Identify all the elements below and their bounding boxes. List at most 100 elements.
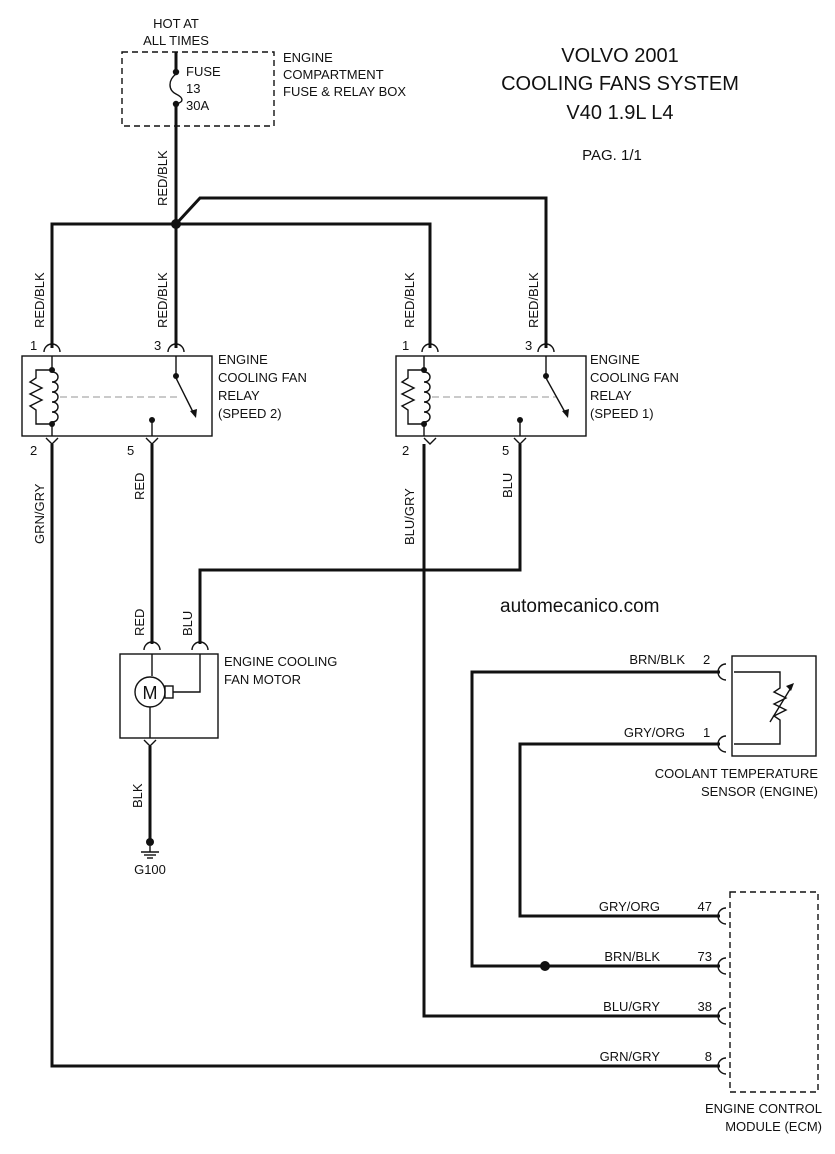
ecm-wire-label-38: BLU/GRY [603, 999, 660, 1014]
fuse-icon [169, 73, 183, 105]
sensor-name-2: SENSOR (ENGINE) [701, 784, 818, 799]
motor-name-2: FAN MOTOR [224, 672, 301, 687]
switch-pivot [173, 373, 179, 379]
page-number: PAG. 1/1 [582, 147, 642, 164]
ground-label: G100 [134, 862, 166, 877]
relay-speed-1-name-3: RELAY [590, 388, 632, 403]
connector-icon [45, 437, 59, 445]
wire-label-relay1-pin2: BLU/GRY [402, 488, 417, 545]
thermistor-arrow-icon [786, 683, 794, 691]
wire-label-relay1-pin3: RED/BLK [526, 272, 541, 328]
fuse-number: 13 [186, 81, 200, 96]
bus-wire-pin3-relay1 [174, 196, 548, 348]
relay-speed-1-name-4: (SPEED 1) [590, 406, 654, 421]
switch-pivot [543, 373, 549, 379]
sensor-name-1: COOLANT TEMPERATURE [655, 766, 819, 781]
motor-name-1: ENGINE COOLING [224, 654, 337, 669]
relay-speed-2-pin-5: 5 [127, 443, 134, 458]
relay-speed-1-name-2: COOLING FAN [590, 370, 679, 385]
relay-speed-1-name-1: ENGINE [590, 352, 640, 367]
engine-control-module: GRY/ORG 47 BRN/BLK 73 BLU/GRY 38 GRN/GRY… [599, 891, 822, 1134]
coil-icon [423, 371, 431, 423]
fuse-box-name-2: COMPARTMENT [283, 67, 384, 82]
ground-wire-label: BLK [130, 783, 145, 808]
sensor-wire-label-2: BRN/BLK [629, 652, 685, 667]
wire-label-relay2-pin5: RED [132, 473, 147, 500]
ecm-name-2: MODULE (ECM) [725, 1119, 822, 1134]
coil-icon [51, 371, 59, 423]
sensor-pin-1: 1 [703, 725, 710, 740]
relay-speed-2-name-1: ENGINE [218, 352, 268, 367]
motor-symbol: M [143, 683, 158, 703]
relay-speed-2-pin-2: 2 [30, 443, 37, 458]
motor-brush [164, 685, 174, 699]
relay-speed-2-name-3: RELAY [218, 388, 260, 403]
resistor-icon [400, 369, 424, 425]
connector-icon [167, 343, 185, 353]
ecm-name-1: ENGINE CONTROL [705, 1101, 822, 1116]
fan-motor: RED BLU M ENGINE COOLING FAN MOTOR [119, 609, 337, 747]
connector-icon [513, 437, 527, 445]
motor-wire-label-blu: BLU [180, 611, 195, 636]
relay-speed-2: 1 3 2 5 ENGINE COOLING FAN RELAY (SPEED … [21, 338, 307, 458]
wire-label-relay1-pin5: BLU [500, 473, 515, 498]
fuse-box-outline [121, 51, 275, 127]
connector-icon [143, 641, 161, 651]
relay-speed-1-pin-3: 3 [525, 338, 532, 353]
splice-brn-blk [540, 961, 550, 971]
fuse-rating: 30A [186, 98, 209, 113]
connector-icon [43, 343, 61, 353]
bus-wire-pin1 [50, 222, 432, 348]
wire-label-relay2-pin3: RED/BLK [155, 272, 170, 328]
fuse-label: FUSE [186, 64, 221, 79]
relay-speed-1-body [395, 355, 587, 437]
ecm-pin-47: 47 [698, 899, 712, 914]
connector-icon [143, 739, 157, 747]
connector-icon [421, 343, 439, 353]
power-label-line-2: ALL TIMES [143, 33, 209, 48]
ecm-wire-label-8: GRN/GRY [600, 1049, 661, 1064]
connector-icon [717, 957, 727, 975]
connector-icon [717, 1007, 727, 1025]
ground-icon [141, 846, 159, 859]
connector-icon [717, 907, 727, 925]
switch-blade [545, 377, 567, 415]
relay-speed-2-body [21, 355, 213, 437]
wire-gry-org [518, 742, 720, 918]
title-block: VOLVO 2001 COOLING FANS SYSTEM V40 1.9L … [501, 45, 739, 164]
ecm-outline [729, 891, 819, 1093]
fuse-terminal-top [172, 68, 180, 76]
ecm-wire-label-47: GRY/ORG [599, 899, 660, 914]
ecm-pin-73: 73 [698, 949, 712, 964]
sensor-wire-label-1: GRY/ORG [624, 725, 685, 740]
motor-lead [173, 654, 201, 693]
relay-speed-1-pin-1: 1 [402, 338, 409, 353]
fan-motor-body [119, 653, 219, 739]
fuse-box-name-1: ENGINE [283, 50, 333, 65]
thermistor-icon [734, 671, 788, 745]
ecm-pin-38: 38 [698, 999, 712, 1014]
relay-speed-1-pin-2: 2 [402, 443, 409, 458]
wire-grn-gry [50, 444, 720, 1068]
wire-label-relay2-pin2: GRN/GRY [32, 483, 47, 544]
fuse-box-name-3: FUSE & RELAY BOX [283, 84, 406, 99]
connector-icon [191, 641, 209, 651]
sensor-body [731, 655, 817, 757]
title-line-1: VOLVO 2001 [561, 45, 678, 67]
connector-icon [423, 437, 437, 445]
connector-icon [717, 1057, 727, 1075]
sensor-pin-2: 2 [703, 652, 710, 667]
wire-blu-gry [422, 444, 720, 1018]
wire-label-relay2-pin1: RED/BLK [32, 272, 47, 328]
wire-relay1-pin5-to-motor [198, 444, 522, 644]
connector-icon [537, 343, 555, 353]
ecm-wire-label-73: BRN/BLK [604, 949, 660, 964]
thermistor-arrow [769, 685, 793, 723]
power-label-line-1: HOT AT [153, 16, 199, 31]
relay-speed-2-pin-1: 1 [30, 338, 37, 353]
title-line-2: COOLING FANS SYSTEM [501, 73, 739, 95]
coolant-temperature-sensor: BRN/BLK 2 GRY/ORG 1 COOLANT TEMPERATURE … [624, 652, 819, 799]
ground-terminal [146, 838, 154, 846]
title-line-3: V40 1.9L L4 [566, 102, 673, 124]
